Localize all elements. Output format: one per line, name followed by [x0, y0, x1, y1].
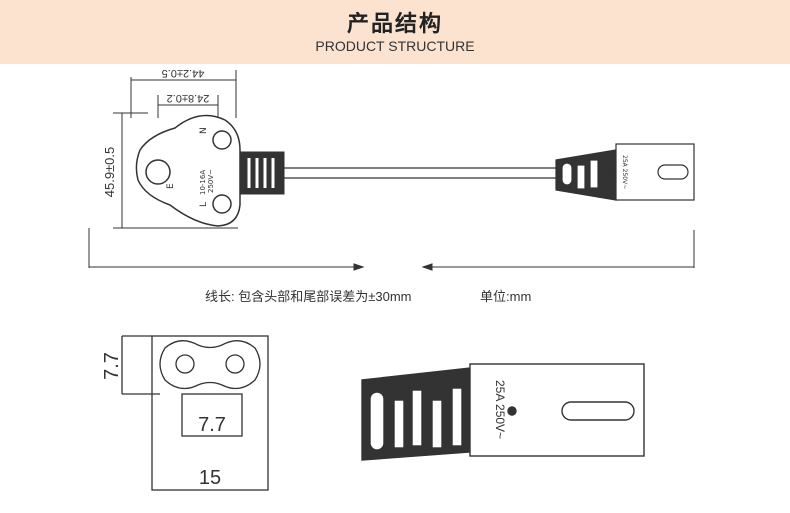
pin-label-l: L [199, 202, 209, 207]
pin-label-e: E [166, 183, 176, 189]
dim-pin-spacing: 24.8±0.2 [167, 92, 210, 104]
connector-top [555, 143, 695, 201]
cable [284, 167, 556, 179]
cable-length-note: 线长: 包含头部和尾部误差为±30mm [205, 289, 412, 304]
plug-body [135, 114, 241, 227]
length-dimension [88, 228, 695, 271]
unit-note: 单位:mm [480, 289, 532, 304]
top-dimensions [113, 70, 238, 229]
dim-height: 45.9±0.5 [102, 147, 117, 198]
plug-rating-line2: 250V~ [207, 169, 215, 193]
section-dim-inner: 7.7 [198, 414, 226, 436]
header-banner: 产品结构 PRODUCT STRUCTURE [0, 0, 790, 64]
section-dim-width: 15 [199, 467, 221, 489]
pin-label-n: N [199, 127, 209, 134]
section-dim-height: 7.7 [101, 352, 123, 380]
connector-large [361, 363, 645, 461]
plug-strain-relief [239, 151, 285, 195]
dim-overall-width: 44.2±0.5 [162, 67, 205, 79]
page-subtitle: PRODUCT STRUCTURE [315, 38, 475, 54]
cross-section [121, 335, 269, 491]
connector-large-rating: 25A 250V~ [493, 380, 507, 439]
connector-top-rating: 25A 250V~ [621, 155, 628, 189]
plug-rating-line1: 10-16A [199, 170, 207, 195]
strain-relief-grooves [247, 158, 275, 188]
page-title: 产品结构 [346, 12, 443, 37]
